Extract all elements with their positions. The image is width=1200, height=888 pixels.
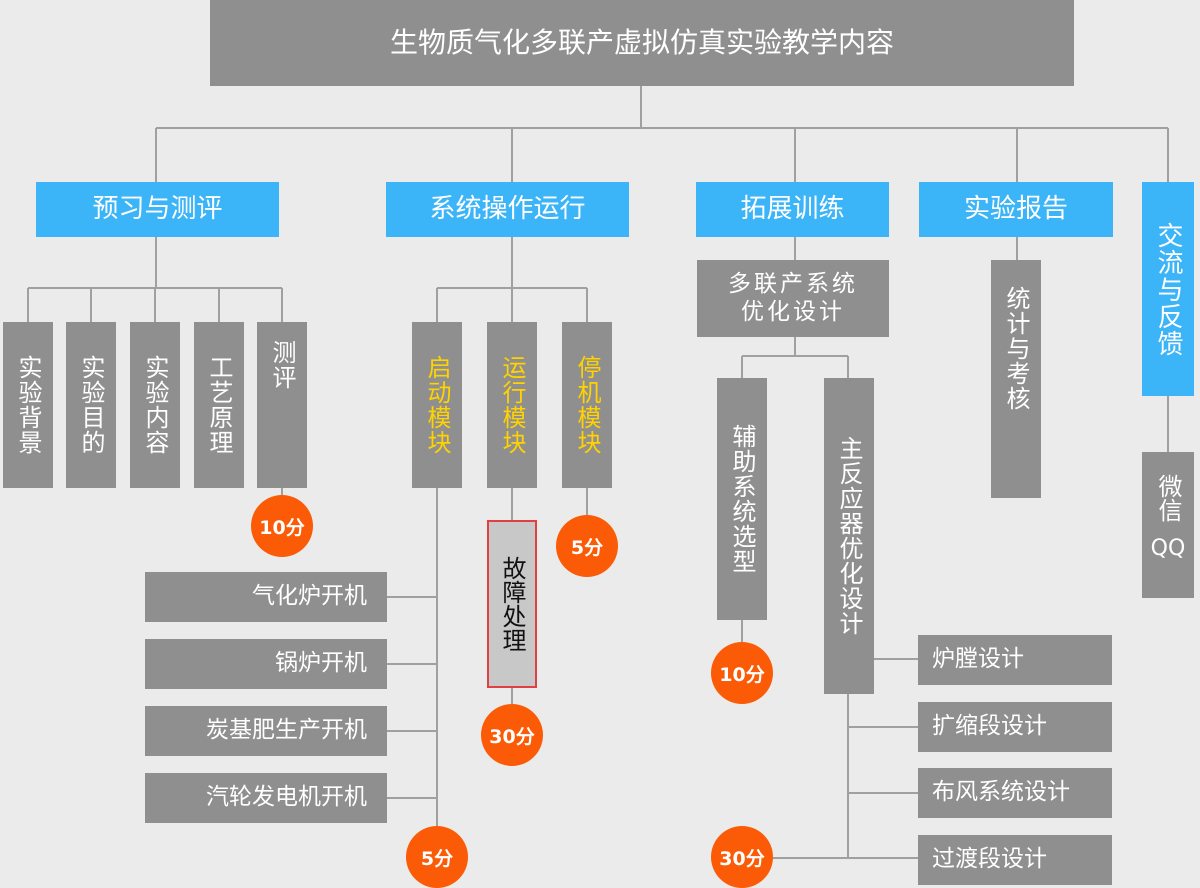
preview-item-purpose: 实验目的 <box>66 322 116 488</box>
preview-item-label: 实验内容 <box>141 355 169 455</box>
startup-item-gasifier: 气化炉开机 <box>145 572 387 622</box>
preview-item-label: 工艺原理 <box>205 355 233 455</box>
score-badge-evaluation: 10分 <box>251 495 313 557</box>
preview-item-label: 实验背景 <box>14 355 42 455</box>
aux-system-selection-label: 辅助系统选型 <box>728 424 756 574</box>
startup-item-turbine: 汽轮发电机开机 <box>145 773 387 823</box>
score-badge-startup: 5分 <box>406 826 468 888</box>
main-reactor-design: 主反应器优化设计 <box>824 378 874 694</box>
preview-item-content: 实验内容 <box>130 322 180 488</box>
extension-sub-line2: 优化设计 <box>741 298 845 325</box>
category-operation: 系统操作运行 <box>386 182 629 237</box>
qq-label: QQ <box>1150 536 1186 561</box>
reactor-item-transition: 过渡段设计 <box>918 835 1112 885</box>
startup-item-boiler: 锅炉开机 <box>145 639 387 689</box>
module-label: 停机模块 <box>573 355 601 455</box>
preview-item-principle: 工艺原理 <box>194 322 244 488</box>
module-startup: 启动模块 <box>412 322 462 488</box>
extension-sub-line1: 多联产系统 <box>728 270 858 297</box>
exchange-contacts: 微信 QQ <box>1142 452 1194 598</box>
diagram-title: 生物质气化多联产虚拟仿真实验教学内容 <box>210 0 1074 86</box>
module-shutdown: 停机模块 <box>562 322 612 488</box>
module-label: 启动模块 <box>423 355 451 455</box>
reactor-item-distributor: 布风系统设计 <box>918 768 1112 818</box>
report-statistics: 统计与考核 <box>991 260 1041 498</box>
score-badge-reactor: 30分 <box>711 826 773 888</box>
fault-handling: 故障处理 <box>487 520 537 688</box>
category-extension: 拓展训练 <box>696 182 889 237</box>
category-preview: 预习与测评 <box>36 182 279 237</box>
main-reactor-design-label: 主反应器优化设计 <box>835 436 863 636</box>
score-badge-aux: 10分 <box>711 642 773 704</box>
preview-item-label: 实验目的 <box>77 355 105 455</box>
report-statistics-label: 统计与考核 <box>1002 286 1030 411</box>
category-exchange: 交流与反馈 <box>1142 182 1194 396</box>
startup-item-fertilizer: 炭基肥生产开机 <box>145 706 387 756</box>
category-report: 实验报告 <box>919 182 1113 237</box>
score-badge-fault: 30分 <box>481 704 543 766</box>
aux-system-selection: 辅助系统选型 <box>717 378 767 620</box>
preview-item-evaluation: 测评 <box>257 322 307 488</box>
extension-sub-optimization: 多联产系统 优化设计 <box>697 260 889 337</box>
reactor-item-furnace: 炉膛设计 <box>918 635 1112 685</box>
preview-item-label: 测评 <box>268 340 296 390</box>
preview-item-background: 实验背景 <box>3 322 53 488</box>
category-exchange-label: 交流与反馈 <box>1153 221 1183 357</box>
wechat-label: 微信 <box>1154 474 1182 522</box>
score-badge-shutdown: 5分 <box>556 515 618 577</box>
module-label: 运行模块 <box>498 355 526 455</box>
fault-handling-label: 故障处理 <box>498 556 526 652</box>
module-running: 运行模块 <box>487 322 537 488</box>
reactor-item-expansion: 扩缩段设计 <box>918 702 1112 752</box>
